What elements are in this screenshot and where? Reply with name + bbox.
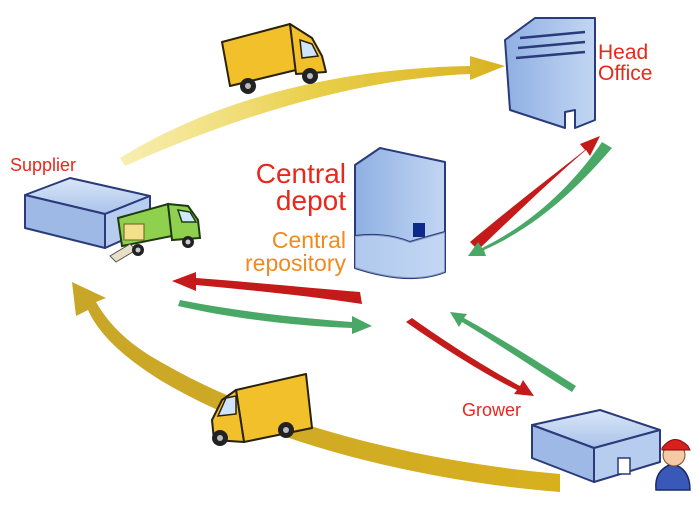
central-depot-building-icon	[354, 147, 446, 280]
flow-arrow-bottom	[72, 282, 560, 492]
person-icon	[655, 439, 691, 491]
central-depot-label: Central depot	[255, 158, 346, 217]
yellow-truck-bottom-icon	[211, 373, 313, 446]
green-truck-icon	[109, 202, 202, 263]
grower-building-icon	[531, 409, 661, 483]
head-office-building-icon	[504, 17, 596, 129]
flow-arrow-top	[120, 56, 505, 166]
arrow-depot-to-headoffice	[470, 136, 600, 250]
central-repository-label: Central repository	[245, 227, 346, 276]
arrow-depot-to-supplier	[172, 272, 362, 304]
head-office-label: Head Office	[598, 41, 653, 86]
arrow-headoffice-to-depot	[468, 142, 612, 256]
arrow-grower-to-depot	[450, 312, 576, 392]
arrow-depot-to-grower	[406, 318, 534, 396]
supplier-label: Supplier	[10, 155, 77, 175]
yellow-truck-top-icon	[221, 23, 327, 94]
arrow-supplier-to-depot	[178, 300, 372, 334]
grower-label: Grower	[462, 400, 522, 420]
